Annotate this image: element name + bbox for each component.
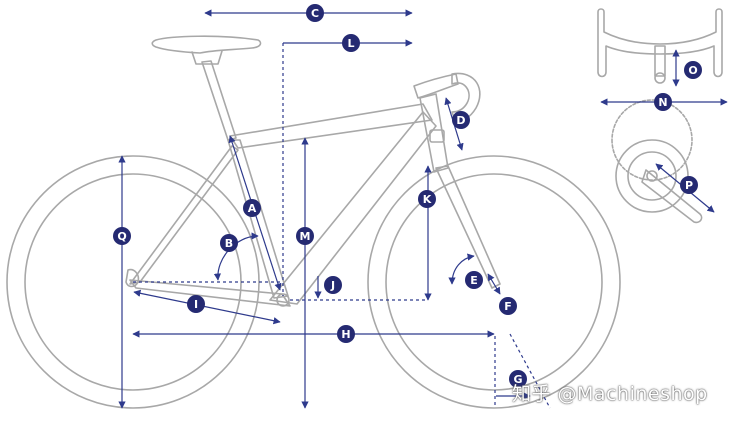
badge-g-text: G (513, 373, 522, 386)
badge-j-text: J (330, 279, 335, 292)
badge-d: D (452, 111, 470, 129)
badge-m: M (296, 227, 314, 245)
saddle-rails (191, 50, 223, 65)
badge-e: E (465, 271, 483, 289)
top-tube (229, 103, 433, 149)
badge-l-text: L (347, 37, 354, 50)
badge-g: G (509, 370, 527, 388)
rear-dropout (125, 268, 140, 288)
badge-a-text: A (248, 202, 257, 215)
head-tube (419, 93, 449, 173)
badge-p-text: P (685, 179, 693, 192)
badge-k-text: K (423, 193, 432, 206)
dim-f-line (487, 273, 501, 295)
badge-l: L (342, 34, 360, 52)
badges: C L A B Q M J I H K D E F G O N P (113, 4, 702, 388)
badge-b: B (220, 234, 238, 252)
badge-h-text: H (341, 328, 350, 341)
front-wheel-rim (385, 173, 603, 391)
chainring (615, 139, 689, 213)
badge-j: J (324, 276, 342, 294)
badge-o: O (684, 61, 702, 79)
badge-n: N (654, 93, 672, 111)
crank-arm (641, 169, 703, 224)
badge-h: H (337, 325, 355, 343)
front-wheel-tire (367, 155, 621, 409)
badge-o-text: O (688, 64, 697, 77)
badge-p: P (680, 176, 698, 194)
badge-k: K (418, 190, 436, 208)
steerer-cap (654, 72, 666, 84)
dimension-lines (118, 9, 728, 409)
badge-q: Q (113, 227, 131, 245)
chain-stays (129, 279, 291, 307)
down-tube (269, 111, 437, 305)
badge-q-text: Q (117, 230, 126, 243)
headset (429, 129, 445, 143)
dim-e-arc (448, 253, 475, 285)
badge-m-text: M (300, 230, 311, 243)
handlebar-top-view (597, 8, 723, 78)
badge-e-text: E (470, 274, 478, 287)
bike-drawing (6, 8, 723, 409)
fork (435, 165, 501, 289)
dim-i-line (133, 289, 281, 325)
badge-a: A (243, 199, 261, 217)
stem (413, 73, 459, 99)
watermark-text: 知乎 @Machineshop (512, 383, 708, 405)
badge-i-text: I (194, 298, 198, 311)
saddle (151, 35, 262, 54)
badge-f: F (499, 297, 517, 315)
stem-top-view (654, 45, 666, 77)
badge-i: I (187, 295, 205, 313)
chainring-teeth (611, 99, 693, 181)
badge-f-text: F (504, 300, 512, 313)
badge-n-text: N (658, 96, 667, 109)
badge-d-text: D (456, 114, 465, 127)
dim-g-ref2 (509, 333, 551, 409)
badge-c: C (306, 4, 324, 22)
badge-b-text: B (225, 237, 233, 250)
badge-c-text: C (311, 7, 319, 20)
seatpost (201, 60, 237, 141)
